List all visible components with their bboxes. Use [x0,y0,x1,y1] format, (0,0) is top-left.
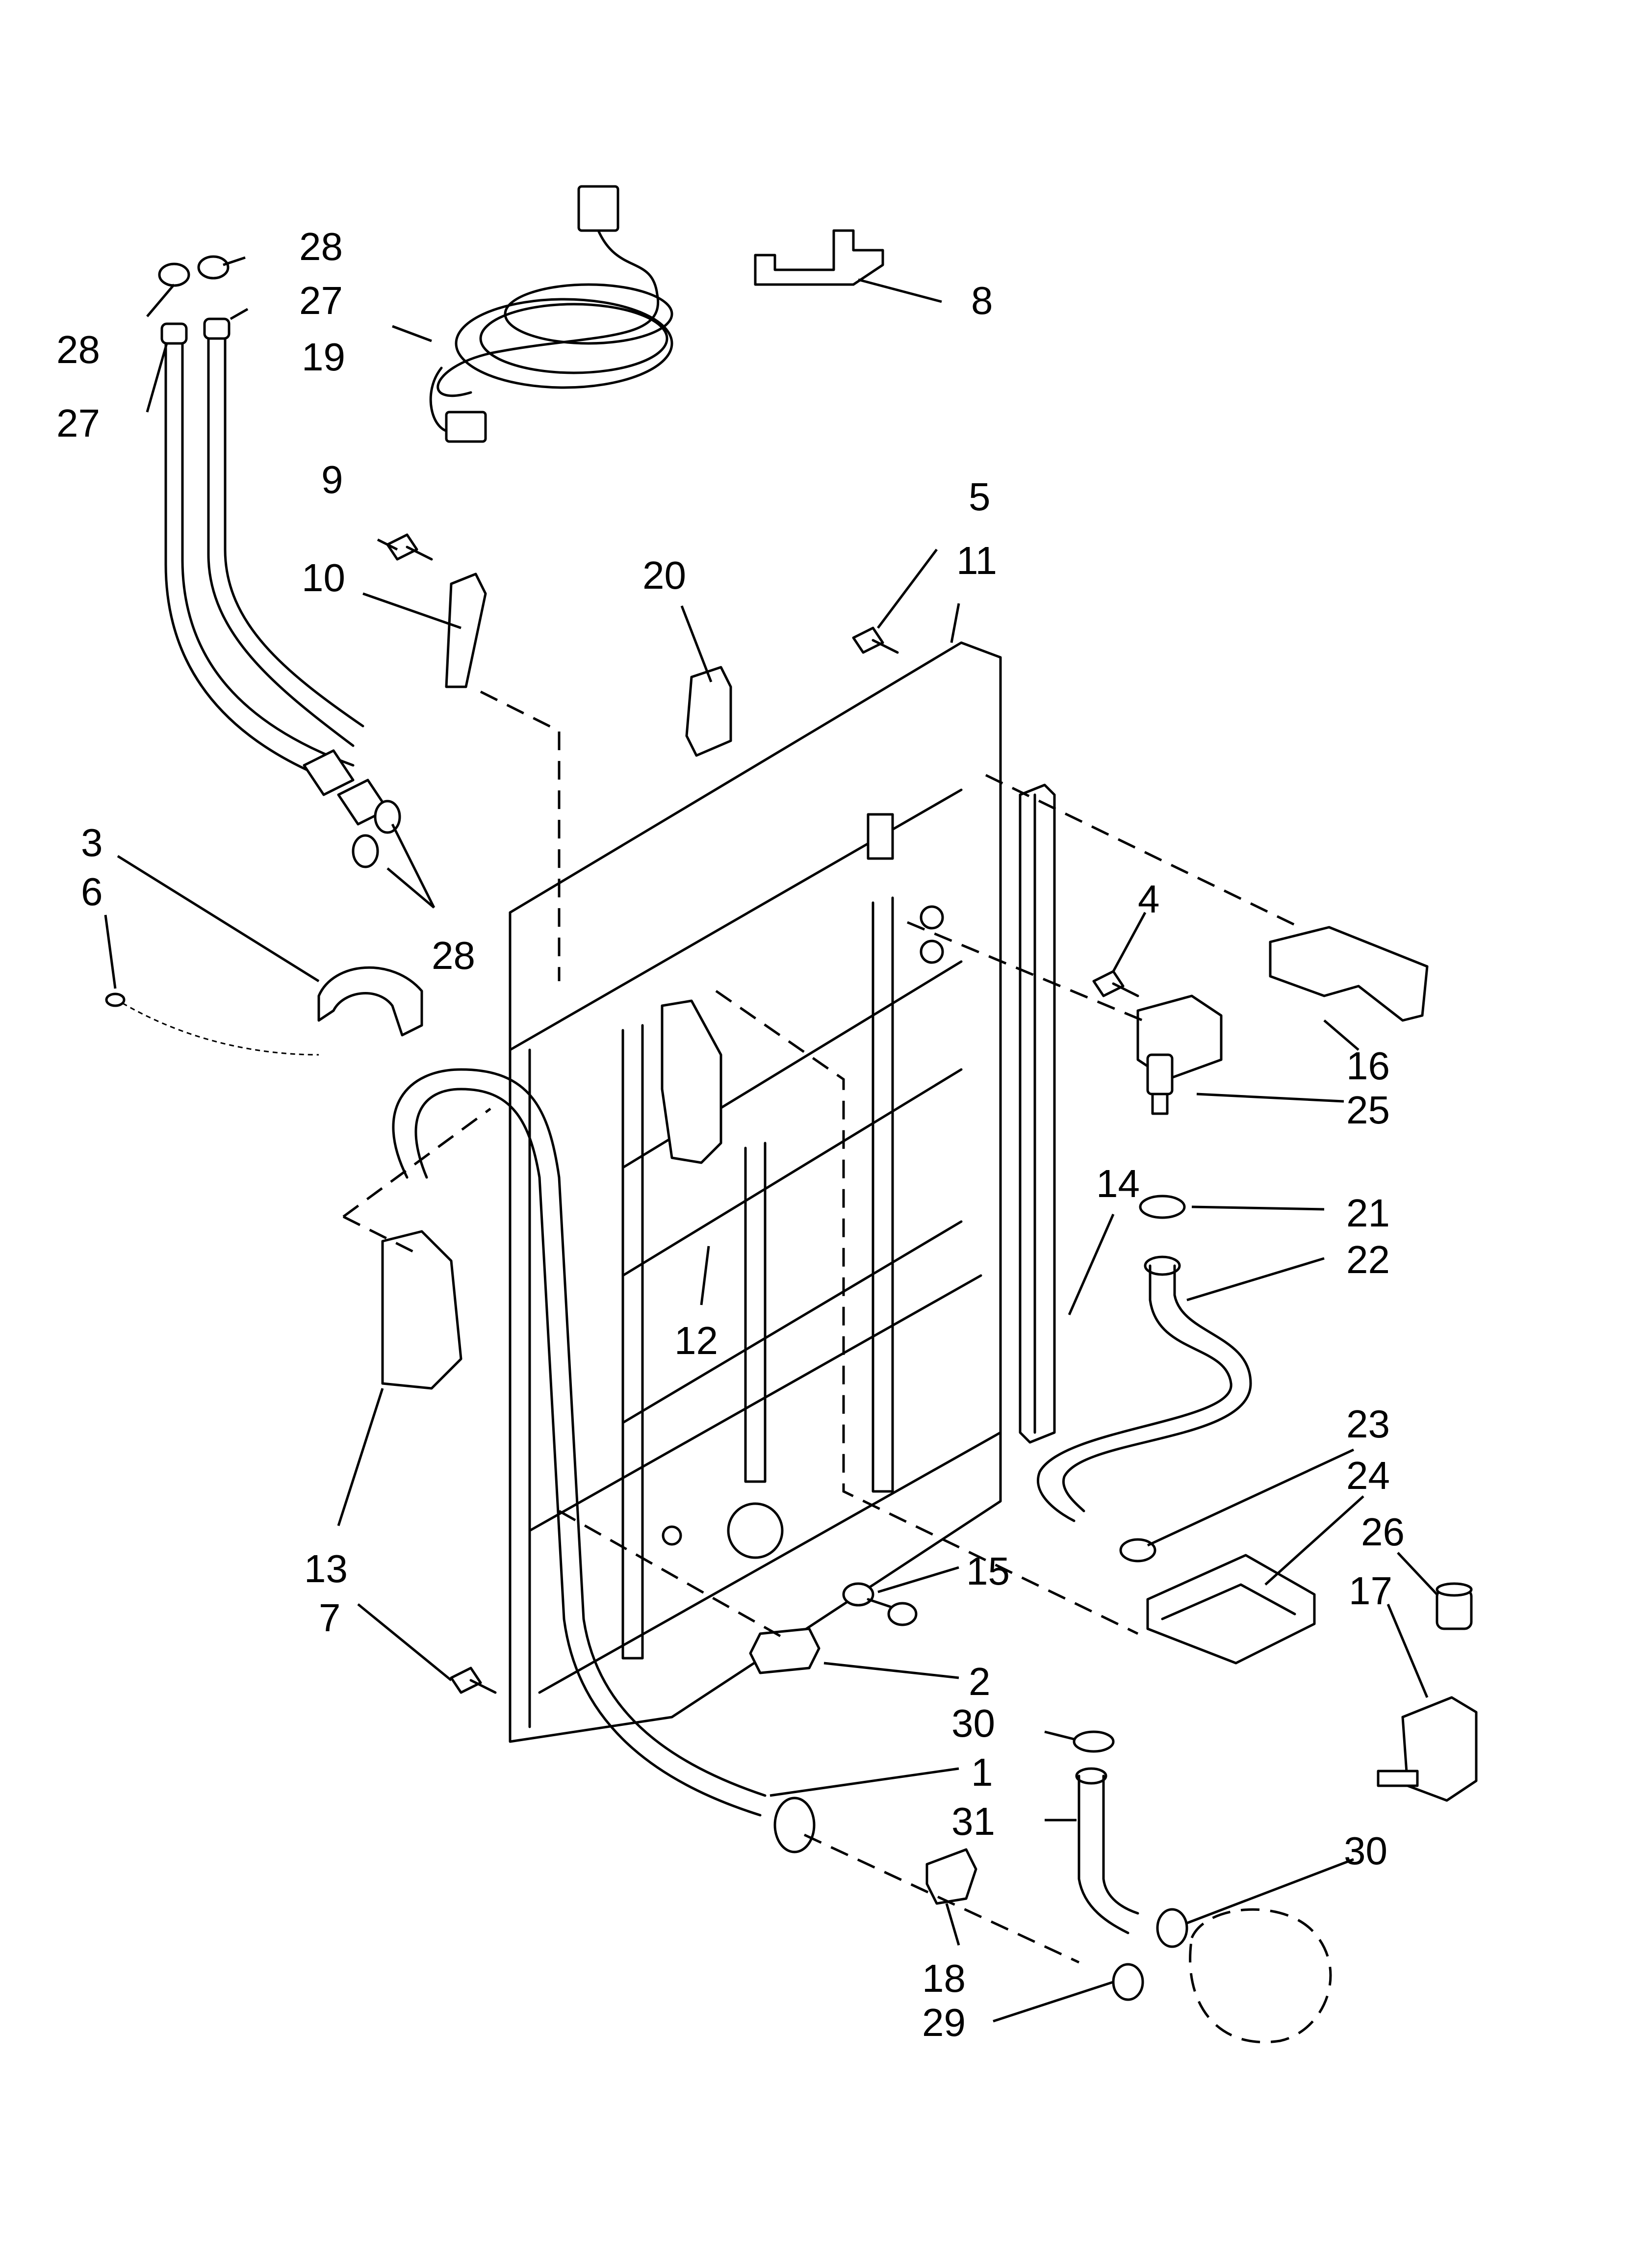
screw-5 [852,626,899,654]
callout-23: 23 [1346,1402,1390,1446]
callout-27: 27 [56,401,100,445]
screw-4 [1092,970,1139,997]
callout-27: 27 [299,279,343,322]
alignment-lines [342,690,1301,1964]
callout-5: 5 [969,475,991,519]
capacitor-26 [1436,1582,1473,1630]
callout-28: 28 [299,225,343,268]
leader-lines [104,256,1438,2023]
callout-30: 30 [1344,1829,1387,1873]
callout-18: 18 [922,1956,966,2000]
clamp-23 [1119,1538,1156,1563]
power-cord [429,185,673,443]
callout-labels: 28 28 27 27 19 8 9 10 20 5 11 3 6 28 4 1… [56,225,1405,2044]
callout-28: 28 [432,934,475,977]
callout-29: 29 [922,2001,966,2044]
bracket-13 [381,1230,462,1390]
bracket-8 [754,229,884,286]
callout-7: 7 [319,1596,341,1640]
water-valve [1136,994,1223,1115]
callout-19: 19 [302,335,345,379]
side-rail-14 [1019,783,1056,1444]
clamp-30-lower [1156,1908,1188,1948]
clamp-18 [925,1848,977,1905]
clamp-21 [1139,1195,1186,1219]
callout-21: 21 [1346,1191,1390,1235]
callout-12: 12 [674,1319,718,1362]
callout-25: 25 [1346,1088,1390,1132]
callout-28: 28 [56,328,100,371]
clamp-30-upper [1073,1730,1115,1753]
callout-20: 20 [642,553,686,597]
callout-13: 13 [304,1547,348,1590]
callout-2: 2 [969,1660,991,1703]
shield-3 [317,966,423,1037]
cable-tie-6 [105,992,319,1056]
callout-8: 8 [971,279,993,322]
bracket-24 [1146,1554,1316,1665]
clamp-29 [1112,1963,1144,2001]
callout-15: 15 [966,1549,1010,1593]
callout-4: 4 [1138,877,1160,921]
callout-30: 30 [951,1701,995,1745]
callout-9: 9 [321,458,343,501]
callout-22: 22 [1346,1238,1390,1281]
screw-7 [450,1667,497,1694]
hose-22 [1037,1255,1252,1522]
callout-14: 14 [1096,1162,1140,1205]
callout-1: 1 [971,1750,993,1794]
drain-hose [392,1068,816,1853]
phantom-tub-outline [1189,1908,1332,2043]
callout-11: 11 [956,539,997,582]
strap-10 [445,573,487,688]
callout-31: 31 [951,1799,995,1843]
pump-17 [1377,1696,1478,1802]
callout-24: 24 [1346,1454,1390,1497]
callout-26: 26 [1361,1510,1405,1554]
callout-16: 16 [1346,1044,1390,1088]
cabinet-rear-panel [509,641,1002,1743]
callout-10: 10 [302,556,345,600]
callout-6: 6 [81,870,103,913]
bracket-12 [661,999,722,1164]
fill-hoses [158,255,401,868]
clamp-2 [749,1627,821,1674]
bracket-16 [1269,926,1429,1022]
bracket-20 [685,666,732,757]
plug-15 [842,1582,918,1626]
hose-31 [1075,1767,1139,1934]
callout-3: 3 [81,821,103,864]
callout-17: 17 [1349,1569,1392,1613]
screw-9 [386,533,433,561]
